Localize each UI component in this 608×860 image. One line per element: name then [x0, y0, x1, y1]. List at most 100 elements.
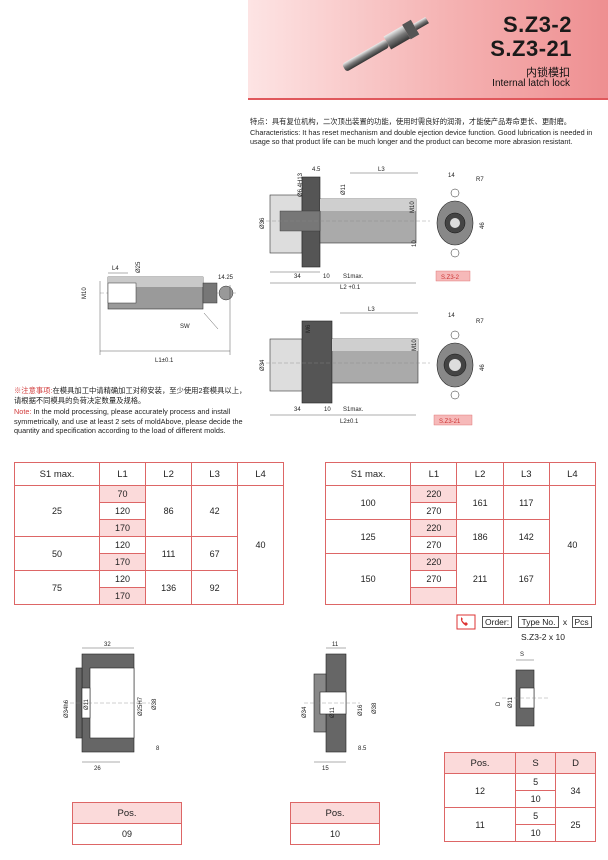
cell-l1: 120	[99, 570, 147, 588]
order-label: Order:	[482, 616, 513, 628]
cell-s: 10	[515, 824, 557, 842]
cell-s: 5	[515, 807, 557, 825]
cell-d: 34	[555, 773, 596, 808]
dim-m6: M6	[306, 324, 312, 333]
dim-d25h7: Ø25H7	[138, 696, 144, 716]
cell-l2: 86	[145, 485, 193, 537]
table-right: S1 max. L1 L2 L3 L4 100 220 161 117 40 2…	[324, 462, 597, 605]
dim-sw: SW	[180, 324, 190, 330]
cell-l1: 170	[99, 553, 147, 571]
dim-14-side-bot: 14	[448, 313, 455, 319]
cell-s: 10	[515, 790, 557, 808]
note-cn-text: 在模具加工中请精确加工对称安装，至少使用2套模具以上，请根据不同模具的负荷决定数…	[14, 386, 247, 405]
dim-r7-top: R7	[476, 177, 484, 183]
dim-d25: Ø25	[136, 261, 142, 273]
note-en-text: In the mold processing, please accuratel…	[14, 407, 243, 435]
cell-l2: 161	[456, 485, 504, 520]
order-pcs: Pcs	[571, 616, 592, 628]
table-row: 12 5 34	[443, 773, 596, 808]
dim-d34h6: Ø34h6	[64, 699, 70, 718]
order-example: S.Z3-2 x 10	[521, 632, 565, 642]
product-photo	[342, 17, 429, 71]
cell-l4: 40	[548, 485, 597, 605]
title-en: Internal latch lock	[492, 78, 570, 89]
th-s1: S1 max.	[13, 462, 101, 486]
table-row: 270	[326, 570, 596, 588]
dim-d11-p09: Ø11	[84, 698, 90, 710]
header-banner	[248, 0, 608, 98]
pos-value: 09	[72, 823, 182, 845]
description-cn: 特点：具有复位机构，二次顶出装置的功能，使用时需良好的润滑，才能使产品寿命更长、…	[250, 117, 572, 126]
table-row: 10	[445, 824, 596, 842]
dim-l2-bot: L2±0.1	[340, 419, 359, 425]
table-row: 09	[72, 823, 182, 845]
cell-l1: 220	[410, 485, 458, 503]
dim-l2-top: L2 +0.1	[340, 285, 361, 291]
drawing-part-11: S D Ø11	[496, 652, 548, 727]
note-en: Note: In the mold processing, please acc…	[14, 407, 248, 436]
cell-d: 25	[555, 807, 596, 842]
cell-l3: 142	[502, 519, 550, 554]
cell-s: 5	[515, 773, 557, 791]
dim-d11-p11: Ø11	[508, 696, 514, 708]
table-row: Pos.	[72, 802, 182, 824]
note-en-label: Note:	[14, 407, 32, 416]
cell-l1: 270	[410, 502, 458, 520]
dim-d11-p10: Ø11	[330, 706, 336, 718]
th-l2: L2	[145, 462, 193, 486]
th-l3: L3	[191, 462, 239, 486]
drawing-section-top: 4.5 Ø6,4H13 L3 Ø11 M10 Ø36 34 10 S1max. …	[260, 167, 486, 291]
dim-34-top: 34	[294, 274, 301, 280]
product-code-2: S.Z3-21	[490, 36, 572, 61]
order-x: x	[562, 617, 568, 627]
drawing-section-bottom: M6 L3 M10 Ø34 34 10 S1max. L2±0.1 14 R7 …	[260, 307, 486, 426]
dim-r7-bot: R7	[476, 319, 484, 325]
th-s1: S1 max.	[324, 462, 412, 486]
cell-l1: 220	[410, 553, 458, 571]
table-row	[326, 587, 596, 605]
label-s-z3-2: S.Z3-2	[441, 275, 460, 281]
table-left-header: S1 max. L1 L2 L3 L4	[13, 462, 284, 486]
table-row: 100 220 161 117 40	[324, 485, 597, 605]
note-cn-label: ※注意事项:	[14, 386, 53, 395]
note-cn: ※注意事项:在模具加工中请精确加工对称安装，至少使用2套模具以上，请根据不同模具…	[14, 386, 248, 405]
drawing-part-10: 11 Ø34 Ø11 Ø16 Ø38 8.5 15	[302, 642, 378, 772]
cell-l3: 67	[191, 536, 239, 571]
th-l2: L2	[456, 462, 504, 486]
dim-4-5: 4.5	[312, 167, 321, 173]
dim-m10-top: M10	[410, 201, 416, 213]
cell-l3: 167	[502, 553, 550, 605]
dim-11: 11	[332, 642, 339, 648]
th-l4: L4	[237, 462, 284, 486]
dim-d38-p09: Ø38	[152, 698, 158, 710]
dim-14-side-top: 14	[448, 173, 455, 179]
pos-value: 10	[290, 823, 380, 845]
cell-l2: 136	[145, 570, 193, 605]
cell-l1: 120	[99, 502, 147, 520]
drawing-part-09: 32 Ø34h6 Ø11 Ø25H7 Ø38 8 26	[64, 642, 160, 772]
table-row: Pos.	[290, 802, 380, 824]
dim-d16: Ø16	[358, 704, 364, 716]
pos-header: Pos.	[72, 802, 182, 824]
dim-d34-p10: Ø34	[302, 706, 308, 718]
order-type-no: Type No.	[518, 616, 559, 628]
pos-s-d-table: Pos. S D 12 5 34 10 11 5 25 10	[443, 752, 596, 842]
dim-10-side-top: 10	[412, 240, 418, 247]
cell-s1: 25	[13, 485, 101, 537]
th-l4: L4	[548, 462, 597, 486]
cell-l1: 270	[410, 536, 458, 554]
pos-table-10: Pos. 10	[290, 802, 380, 845]
dim-10-top: 10	[323, 274, 330, 280]
table-row: Pos. S D	[443, 752, 596, 774]
dim-15: 15	[322, 766, 329, 772]
cell-l2: 186	[456, 519, 504, 554]
drawing-main: L4 Ø25 M10 14.25 SW L1±0.1	[82, 261, 238, 364]
cell-l3: 117	[502, 485, 550, 520]
th-l3: L3	[502, 462, 550, 486]
dim-34-bot: 34	[294, 407, 301, 413]
dim-10-bot: 10	[324, 407, 331, 413]
cell-l3: 92	[191, 570, 239, 605]
description-en: Characteristics: It has reset mechanism …	[250, 128, 593, 146]
dim-d6-4h13: Ø6,4H13	[298, 172, 304, 197]
dim-14-25: 14.25	[218, 275, 234, 281]
